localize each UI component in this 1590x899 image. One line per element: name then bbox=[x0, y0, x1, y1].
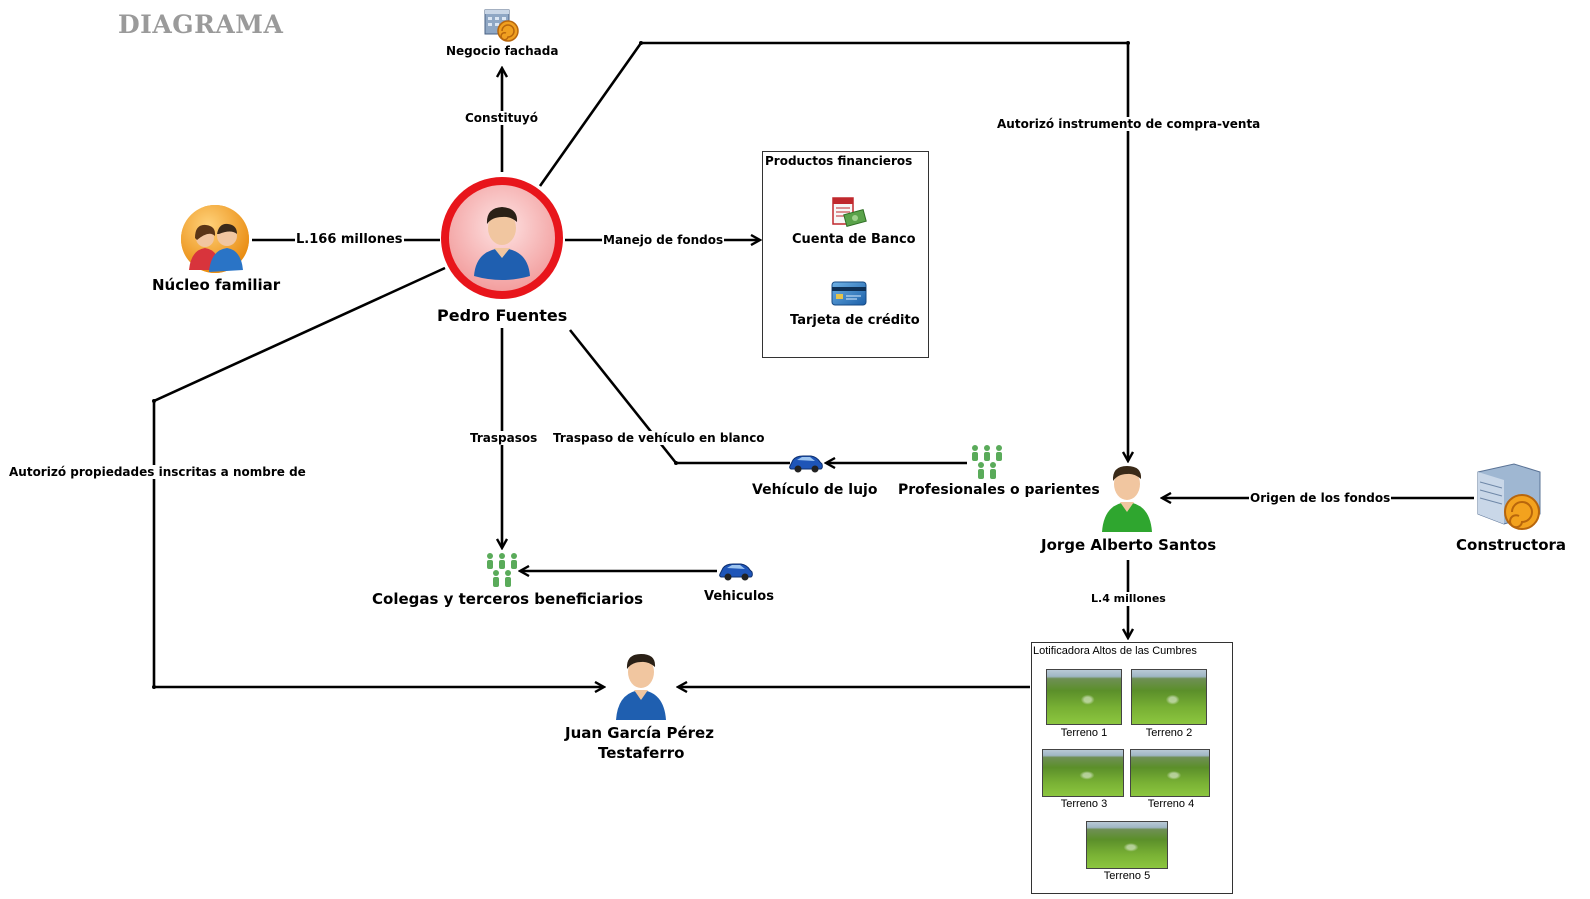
node-label-negocio: Negocio fachada bbox=[446, 44, 559, 58]
terrain-image bbox=[1042, 749, 1124, 797]
terrain-image bbox=[1086, 821, 1168, 869]
terrain-label: Terreno 3 bbox=[1060, 798, 1108, 810]
edge-label-traspaso-vehiculo: Traspaso de vehículo en blanco bbox=[552, 431, 766, 445]
node-label-profesionales: Profesionales o parientes bbox=[898, 482, 1100, 498]
terrain-label: Terreno 4 bbox=[1147, 798, 1195, 810]
node-label-juan: Juan García Pérez bbox=[565, 724, 714, 742]
edge-autorizo-compra bbox=[538, 41, 1128, 461]
person-green-icon bbox=[1102, 466, 1152, 532]
edge-label-l166: L.166 millones bbox=[295, 232, 404, 247]
edge-label-origen: Origen de los fondos bbox=[1249, 491, 1392, 505]
financial-bank-label: Cuenta de Banco bbox=[792, 232, 916, 247]
person-blue-icon bbox=[616, 654, 666, 720]
family-icon bbox=[181, 205, 249, 273]
financial-card-label: Tarjeta de crédito bbox=[790, 313, 920, 328]
diagram-title: DIAGRAMA bbox=[118, 10, 284, 39]
financial-box-title: Productos financieros bbox=[765, 154, 913, 168]
edge-label-manejo: Manejo de fondos bbox=[602, 233, 725, 247]
node-label-vehiculos: Vehiculos bbox=[704, 589, 774, 604]
edge-label-autorizo-compra: Autorizó instrumento de compra-venta bbox=[996, 117, 1262, 131]
terrain-label: Terreno 1 bbox=[1060, 727, 1108, 739]
node-label-nucleo: Núcleo familiar bbox=[152, 276, 281, 294]
terrain-label: Terreno 2 bbox=[1145, 727, 1193, 739]
node-label-juan-role: Testaferro bbox=[598, 744, 685, 762]
node-label-colegas: Colegas y terceros beneficiarios bbox=[372, 590, 644, 608]
terrain-image bbox=[1131, 669, 1207, 725]
node-label-vehiculo-lujo: Vehículo de lujo bbox=[752, 482, 878, 498]
credit-card-icon bbox=[831, 281, 867, 306]
node-label-constructora: Constructora bbox=[1456, 536, 1567, 554]
terrain-label: Terreno 5 bbox=[1103, 870, 1151, 882]
terrain-image bbox=[1130, 749, 1210, 797]
group-icon bbox=[487, 553, 517, 587]
car-icon bbox=[789, 455, 823, 473]
edge-autorizo-propiedades bbox=[152, 266, 604, 687]
car-icon bbox=[719, 563, 753, 581]
group-icon bbox=[972, 445, 1002, 479]
bank-statement-icon bbox=[832, 197, 867, 227]
lotificadora-title: Lotificadora Altos de las Cumbres bbox=[1033, 645, 1197, 657]
edge-label-autorizo-propiedades: Autorizó propiedades inscritas a nombre … bbox=[8, 465, 307, 479]
node-label-pedro: Pedro Fuentes bbox=[437, 306, 568, 325]
building-shell-icon bbox=[1477, 463, 1541, 530]
lotificadora-box: Lotificadora Altos de las Cumbres Terren… bbox=[1031, 642, 1233, 894]
edge-label-l4: L.4 millones bbox=[1090, 592, 1167, 606]
terrain-image bbox=[1046, 669, 1122, 725]
building-shell-icon bbox=[484, 9, 519, 42]
node-label-jorge: Jorge Alberto Santos bbox=[1041, 536, 1217, 554]
financial-products-box: Productos financieros Cuenta de Banco Ta… bbox=[762, 151, 929, 358]
edge-label-constituyo: Constituyó bbox=[464, 111, 539, 125]
edge-label-traspasos: Traspasos bbox=[469, 431, 539, 445]
person-blue-icon bbox=[441, 177, 563, 299]
